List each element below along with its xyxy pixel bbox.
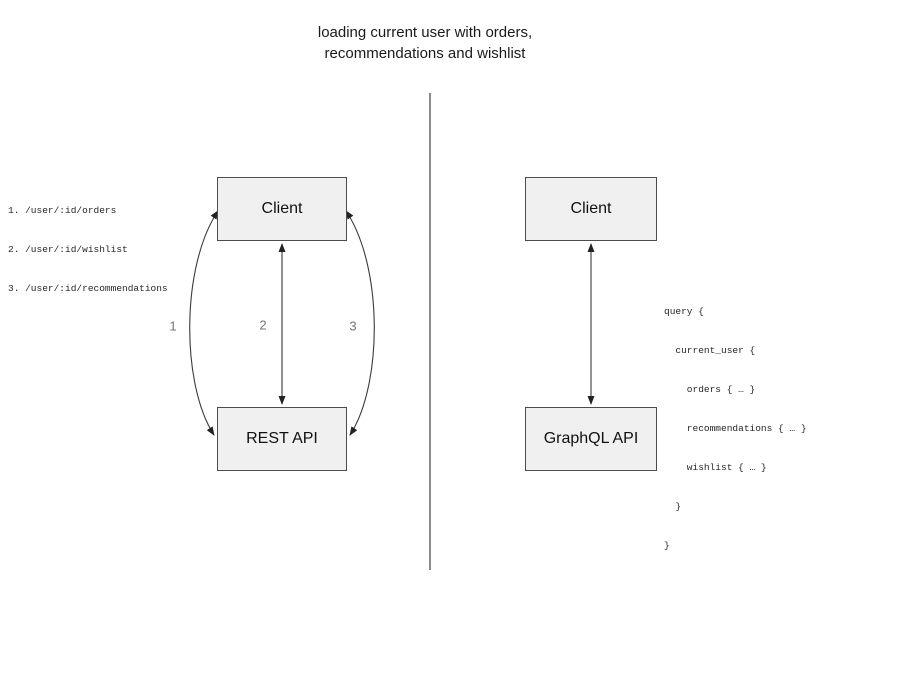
graphql-query-code: query { current_user { orders { … } reco… [664,279,807,578]
rest-client-box: Client [217,177,347,241]
query-line: orders { … } [664,384,756,395]
diagram-title: loading current user with orders, recomm… [318,22,532,64]
query-line: } [664,501,682,512]
rest-arrow-3-curve [345,210,375,436]
rest-arrow-label-2: 2 [259,317,267,333]
rest-endpoint-recommendations: 3. /user/:id/recommendations [8,283,168,294]
rest-client-label: Client [261,200,303,217]
graphql-api-box: GraphQL API [525,407,657,471]
rest-arrow-label-1: 1 [169,318,177,334]
diagram-title-line1: loading current user with orders, [317,24,533,41]
graphql-client-label: Client [570,200,612,217]
rest-arrow-label-3: 3 [349,318,357,334]
rest-arrow-1-curve [189,210,219,436]
rest-endpoint-wishlist: 2. /user/:id/wishlist [8,244,128,255]
query-line: current_user { [664,345,756,356]
query-line: } [664,540,670,551]
query-line: query { [664,306,704,317]
graphql-api-label: GraphQL API [543,430,639,447]
graphql-client-box: Client [525,177,657,241]
rest-api-box: REST API [217,407,347,471]
rest-endpoint-orders: 1. /user/:id/orders [8,205,117,216]
query-line: wishlist { … } [664,462,767,473]
rest-api-label: REST API [246,430,318,447]
rest-endpoints-list: 1. /user/:id/orders 2. /user/:id/wishlis… [8,178,168,321]
query-line: recommendations { … } [664,423,807,434]
diagram-title-line2: recommendations and wishlist [324,45,526,62]
